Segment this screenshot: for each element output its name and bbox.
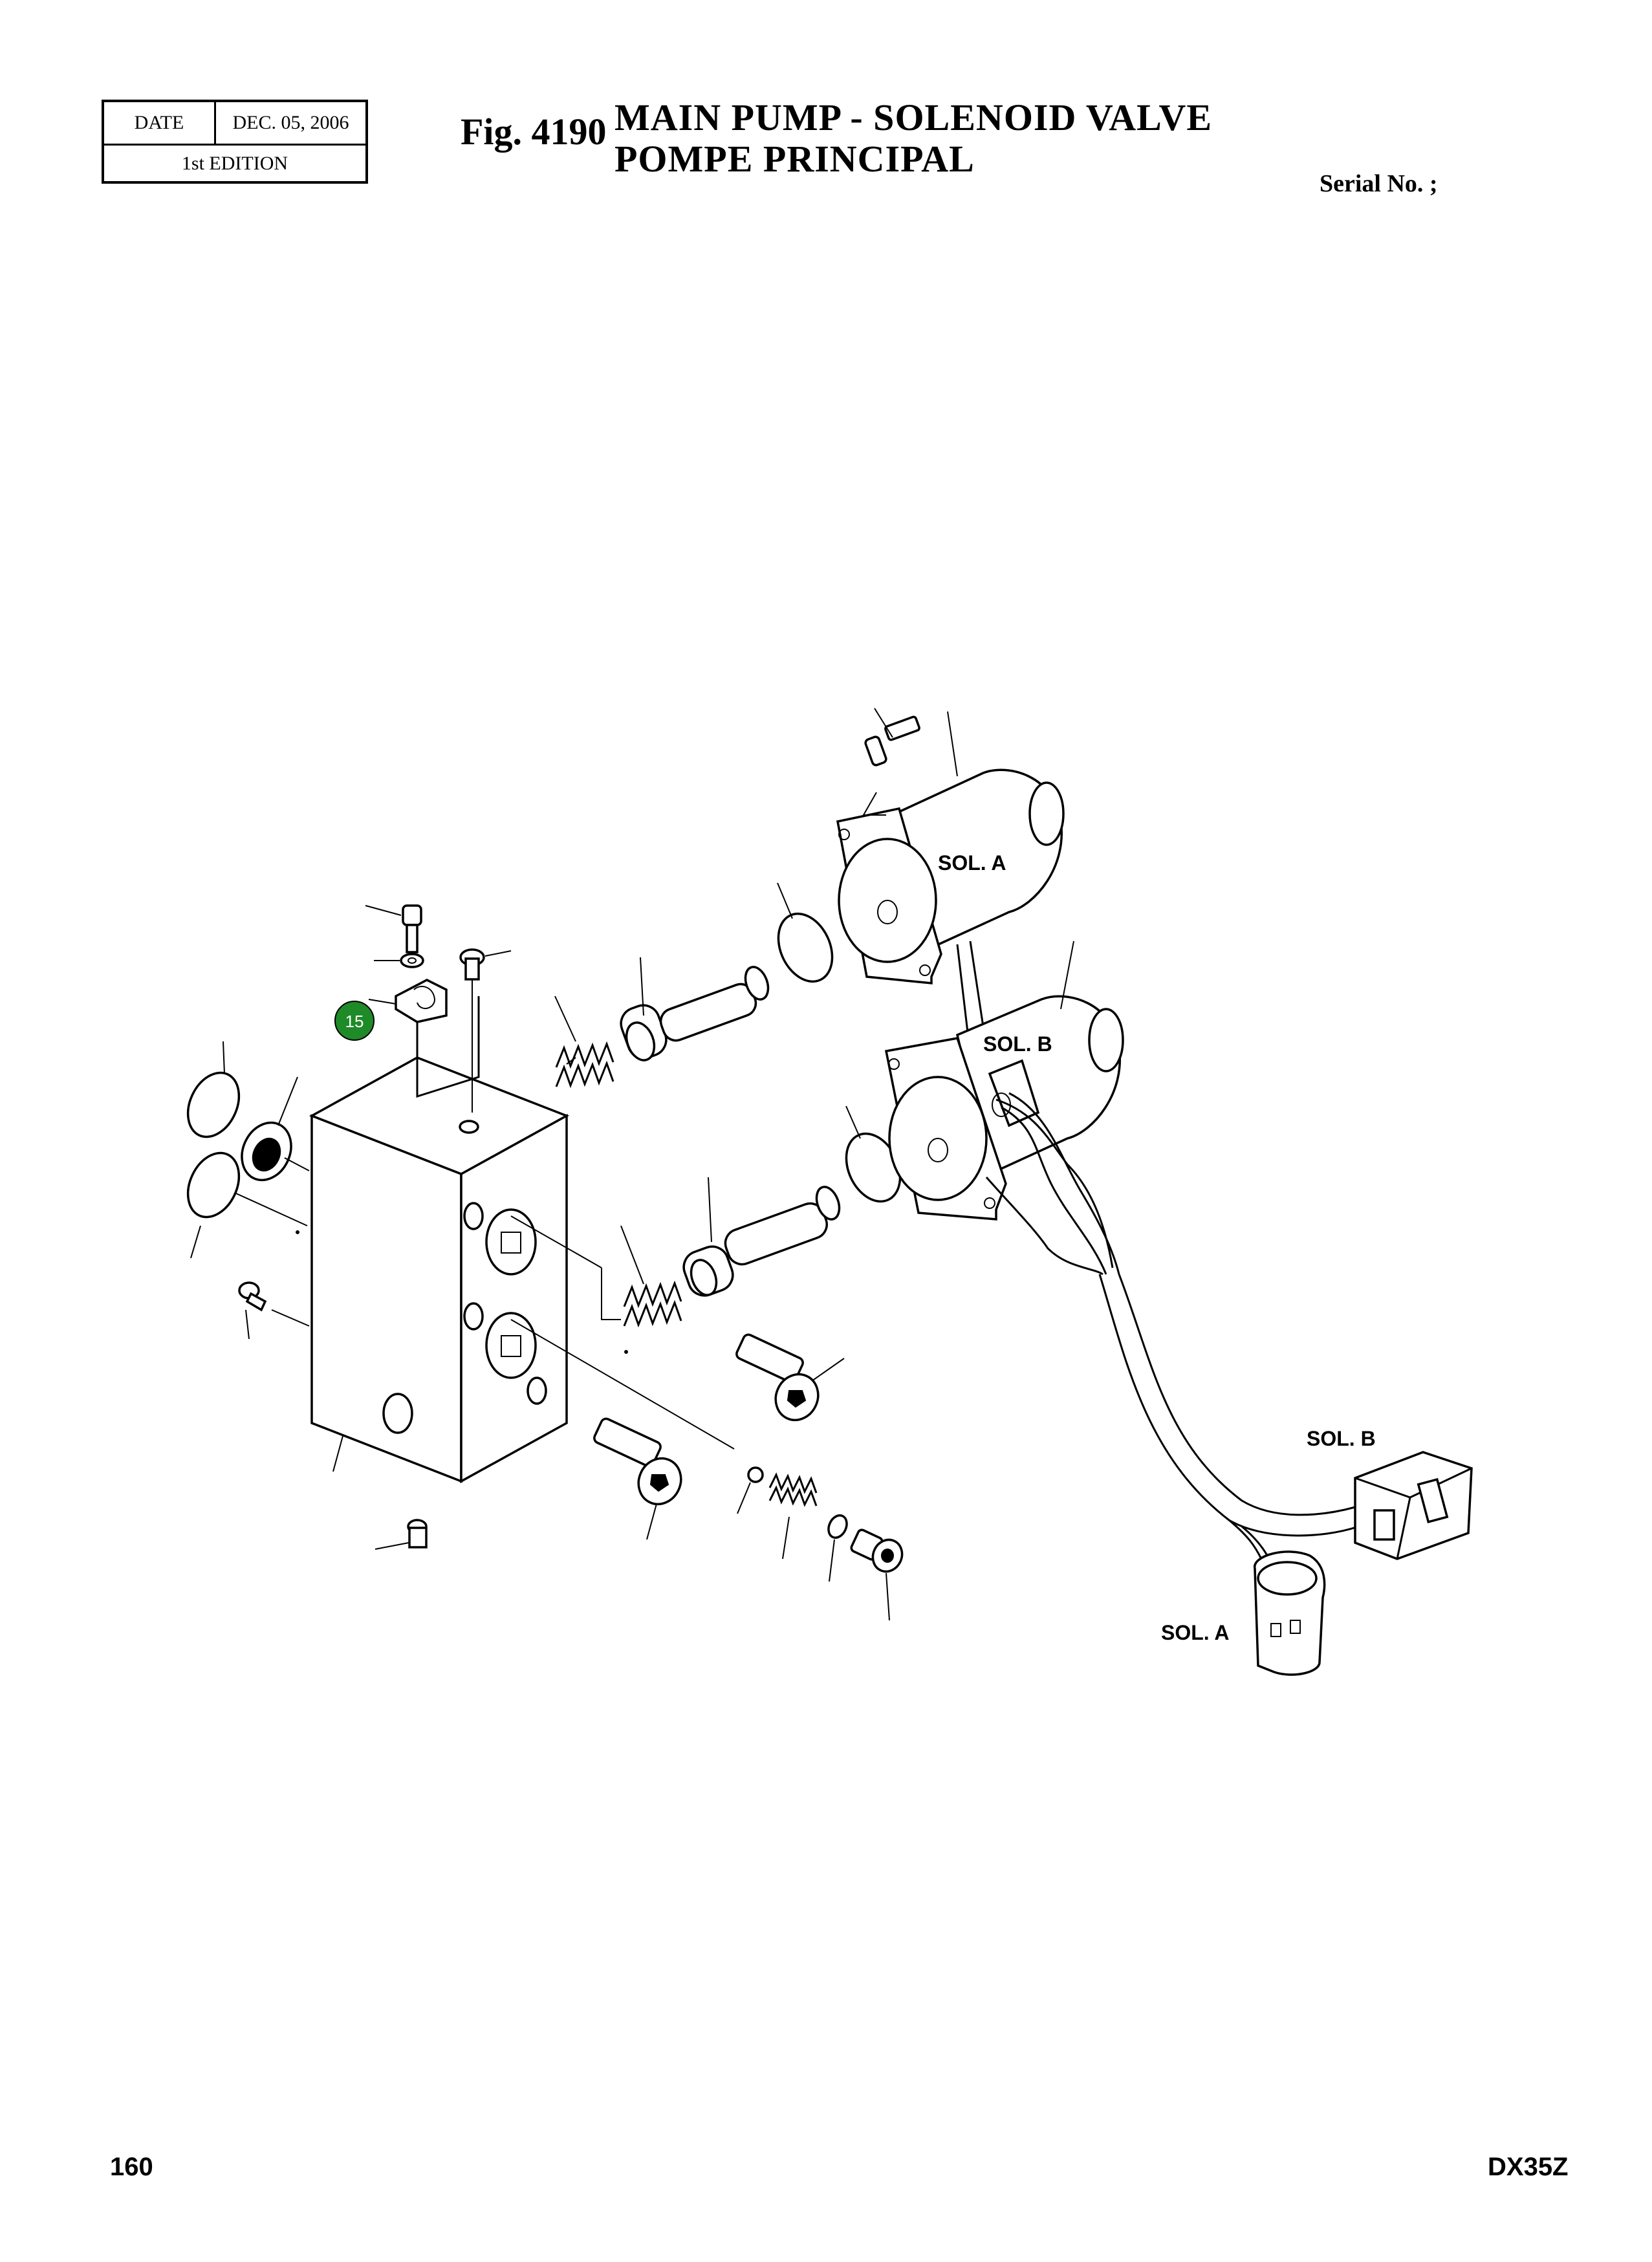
top-flat-screw	[459, 948, 512, 1113]
check-oring	[827, 1514, 848, 1582]
upper-spool-oring	[777, 882, 834, 983]
page-number: 160	[110, 2153, 153, 2181]
clamp-bracket	[368, 979, 448, 1023]
date-value: DEC. 05, 2006	[232, 112, 349, 133]
serial-number: Serial No. ;	[1320, 170, 1438, 197]
left-screw	[238, 1281, 310, 1340]
connector-sol-b: SOL. B	[1307, 1427, 1473, 1560]
front-bolt-lower	[593, 1417, 682, 1540]
connector-sol-a: SOL. A	[1161, 1550, 1326, 1676]
figure-number: Fig. 4190	[461, 111, 607, 153]
label-sol-b-connector: SOL. B	[1307, 1427, 1376, 1450]
upper-spring	[554, 995, 614, 1089]
solenoid-b-coil: SOL. B	[884, 941, 1124, 1221]
lower-spring	[620, 1225, 682, 1328]
date-label: DATE	[104, 102, 216, 144]
left-oring-lower	[186, 1151, 308, 1259]
upper-spool	[620, 957, 770, 1061]
solenoid-a-coil: SOL. A	[836, 708, 1065, 1055]
top-washer	[374, 953, 424, 968]
label-sol-a-connector: SOL. A	[1161, 1621, 1229, 1644]
callout-15: 15	[334, 1001, 375, 1041]
top-bolt	[365, 904, 422, 953]
edition-label: 1st EDITION	[181, 152, 288, 174]
check-spring	[768, 1472, 818, 1560]
left-oring-upper	[186, 1041, 241, 1138]
wire-harness	[985, 1092, 1359, 1569]
model-code: DX35Z	[1488, 2153, 1569, 2181]
check-plug	[850, 1528, 904, 1621]
left-plug	[241, 1076, 310, 1182]
callout-number: 15	[345, 1012, 364, 1031]
check-ball	[737, 1466, 764, 1514]
label-sol-b-coil: SOL. B	[983, 1032, 1052, 1056]
label-sol-a-coil: SOL. A	[938, 851, 1006, 875]
date-row: DATE DEC. 05, 2006	[104, 102, 365, 146]
title-english: MAIN PUMP - SOLENOID VALVE	[614, 96, 1213, 138]
front-bolt-upper	[735, 1333, 845, 1422]
valve-body	[309, 996, 570, 1483]
bottom-screw	[375, 1519, 428, 1550]
title-french: POMPE PRINCIPAL	[614, 138, 975, 180]
date-box: DATE DEC. 05, 2006 1st EDITION	[102, 100, 368, 184]
lower-spool	[682, 1177, 841, 1297]
